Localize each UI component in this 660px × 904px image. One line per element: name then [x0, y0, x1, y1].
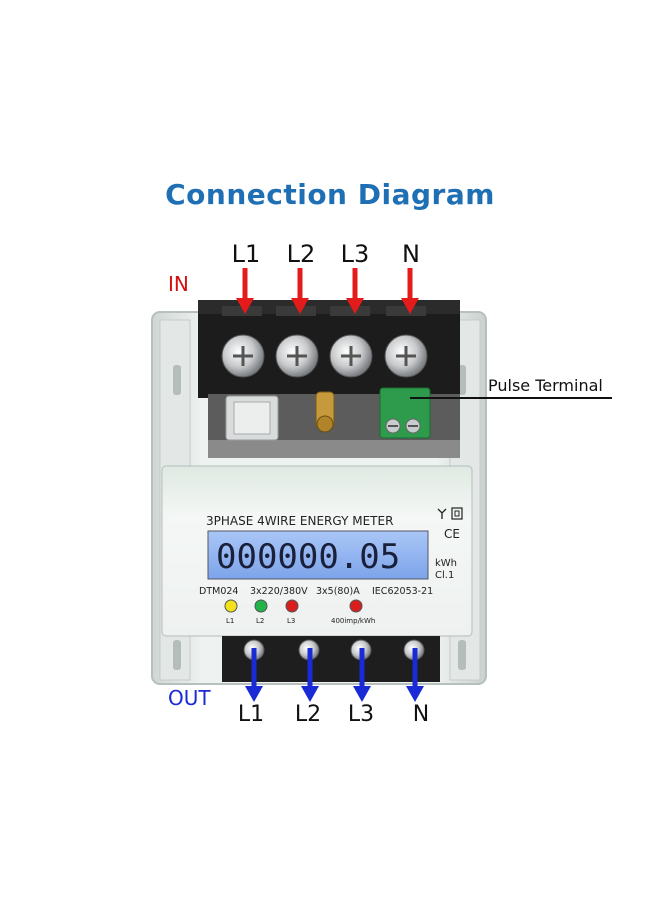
top-screw-n	[384, 334, 428, 378]
out-arrows	[245, 648, 424, 702]
wye-symbol-icon	[437, 508, 447, 519]
bottom-terminal-label-n: N	[412, 702, 430, 727]
top-screw-l1	[221, 334, 265, 378]
out-label: OUT	[168, 686, 211, 710]
led-l2	[254, 599, 268, 613]
out-arrow-l1	[245, 648, 263, 702]
ce-mark: CE	[444, 527, 460, 541]
out-arrow-l2	[301, 648, 319, 702]
lcd-reading: 000000.05	[216, 537, 400, 577]
top-terminal-label-n: N	[402, 240, 420, 268]
led-l3	[285, 599, 299, 613]
seal-button	[225, 395, 279, 441]
lcd-display	[207, 530, 429, 580]
model-label: DTM024	[199, 586, 238, 597]
in-arrow-n	[401, 268, 419, 314]
led-label-l3: L3	[287, 617, 295, 625]
class-label: Cl.1	[435, 570, 454, 581]
top-screw-l2	[275, 334, 319, 378]
bottom-terminal-block	[222, 636, 440, 682]
current-label: 3x5(80)A	[316, 586, 360, 597]
top-terminal-label-l2: L2	[286, 240, 316, 268]
led-l1	[224, 599, 238, 613]
top-screw-l3	[329, 334, 373, 378]
bottom-terminal-label-l3: L3	[347, 702, 375, 727]
brass-stud	[315, 391, 335, 433]
in-arrow-l1	[236, 268, 254, 314]
out-arrow-l3	[353, 648, 371, 702]
in-arrows	[236, 268, 419, 314]
panel-title: 3PHASE 4WIRE ENERGY METER	[206, 514, 393, 528]
top-terminal-label-l3: L3	[340, 240, 370, 268]
pulse-terminal-label: Pulse Terminal	[488, 376, 603, 395]
top-terminal-label-l1: L1	[231, 240, 261, 268]
led-pulse	[349, 599, 363, 613]
bottom-terminal-label-l1: L1	[237, 702, 265, 727]
pulse-terminal	[379, 387, 431, 439]
diagram-title: Connection Diagram	[165, 178, 495, 211]
standard-label: IEC62053-21	[372, 586, 433, 597]
in-label: IN	[168, 272, 189, 296]
in-arrow-l3	[346, 268, 364, 314]
bottom-terminal-label-l2: L2	[294, 702, 322, 727]
out-arrow-n	[406, 648, 424, 702]
pulse-rate-label: 400imp/kWh	[331, 617, 375, 625]
unit-label: kWh	[435, 558, 457, 569]
voltage-label: 3x220/380V	[250, 586, 308, 597]
in-arrow-l2	[291, 268, 309, 314]
led-label-l1: L1	[226, 617, 234, 625]
led-label-l2: L2	[256, 617, 264, 625]
double-insulation-icon	[451, 507, 463, 520]
